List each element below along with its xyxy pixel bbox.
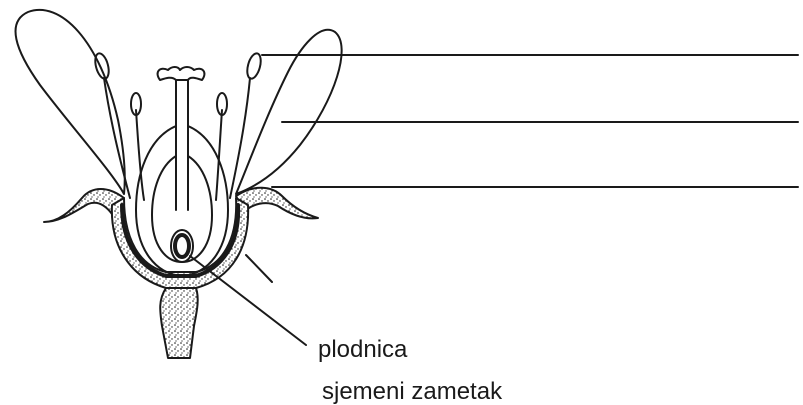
- leader-line-ovule: [246, 255, 272, 282]
- label-ovary: plodnica: [318, 338, 407, 362]
- ovule-core: [175, 235, 189, 257]
- stigma: [158, 67, 205, 80]
- ovary-inner: [152, 156, 212, 262]
- label-ovule: sjemeni zametak: [322, 380, 502, 404]
- ovary-outer: [136, 126, 228, 276]
- anther-left-outer: [93, 52, 111, 80]
- filament-left-outer: [104, 78, 130, 198]
- flower-stalk: [160, 288, 198, 358]
- anther-right-outer: [245, 52, 263, 80]
- leader-line-ovary: [190, 256, 306, 345]
- filament-right-outer: [230, 78, 250, 198]
